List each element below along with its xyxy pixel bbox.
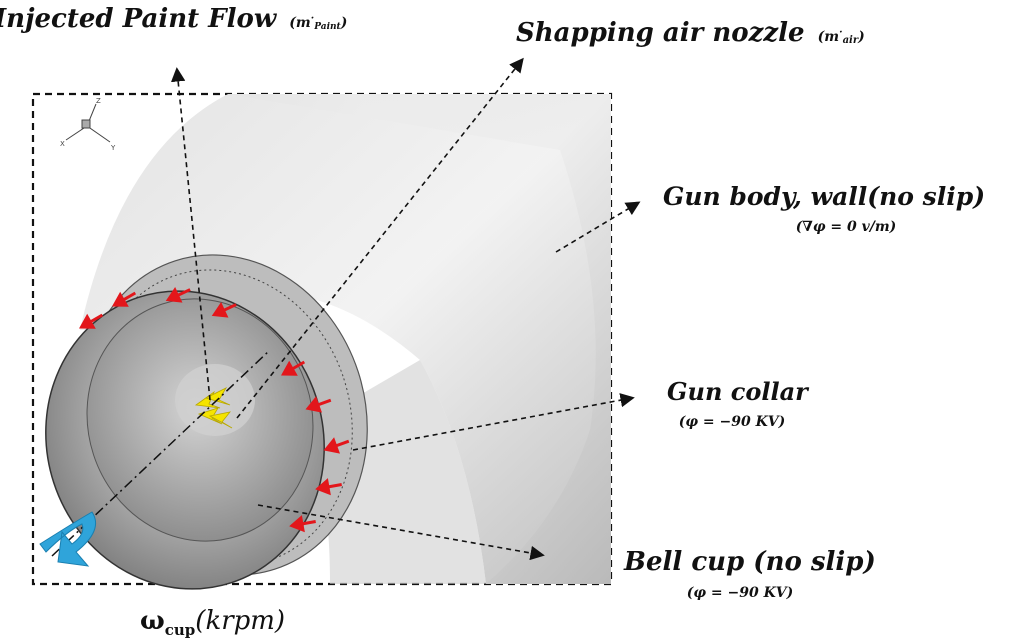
label-omega-cup: ωcup(krpm)	[140, 606, 285, 639]
label-bell-cup-condition: (φ = −90 KV)	[687, 585, 794, 601]
label-bell-cup: Bell cup (no slip)	[623, 547, 876, 577]
label-gun-collar-condition: (φ = −90 KV)	[679, 414, 786, 430]
leader-bell-cup	[257, 504, 545, 561]
label-injected-paint-flow: Injected Paint Flow (m·Paint)	[0, 4, 347, 34]
leader-air-nozzle	[236, 57, 524, 419]
label-gun-body-condition: (∇φ = 0 v/m)	[796, 219, 897, 235]
label-gun-body: Gun body, wall(no slip)	[663, 182, 985, 211]
rotation-direction-arrow	[39, 511, 96, 567]
leader-gun-body	[555, 201, 641, 253]
red-inflow-arrows	[79, 286, 350, 533]
label-gun-collar: Gun collar	[667, 377, 810, 406]
axis-x-label: X	[60, 140, 65, 148]
axis-z-label: Z	[96, 97, 101, 105]
axis-y-label: Y	[110, 144, 116, 152]
leader-gun-collar	[352, 393, 635, 451]
label-shaping-air-nozzle: Shapping air nozzle (m·air)	[516, 18, 865, 48]
yellow-paint-arrows	[194, 387, 233, 429]
axis-triad	[65, 103, 111, 143]
leader-paint-flow	[170, 67, 211, 401]
